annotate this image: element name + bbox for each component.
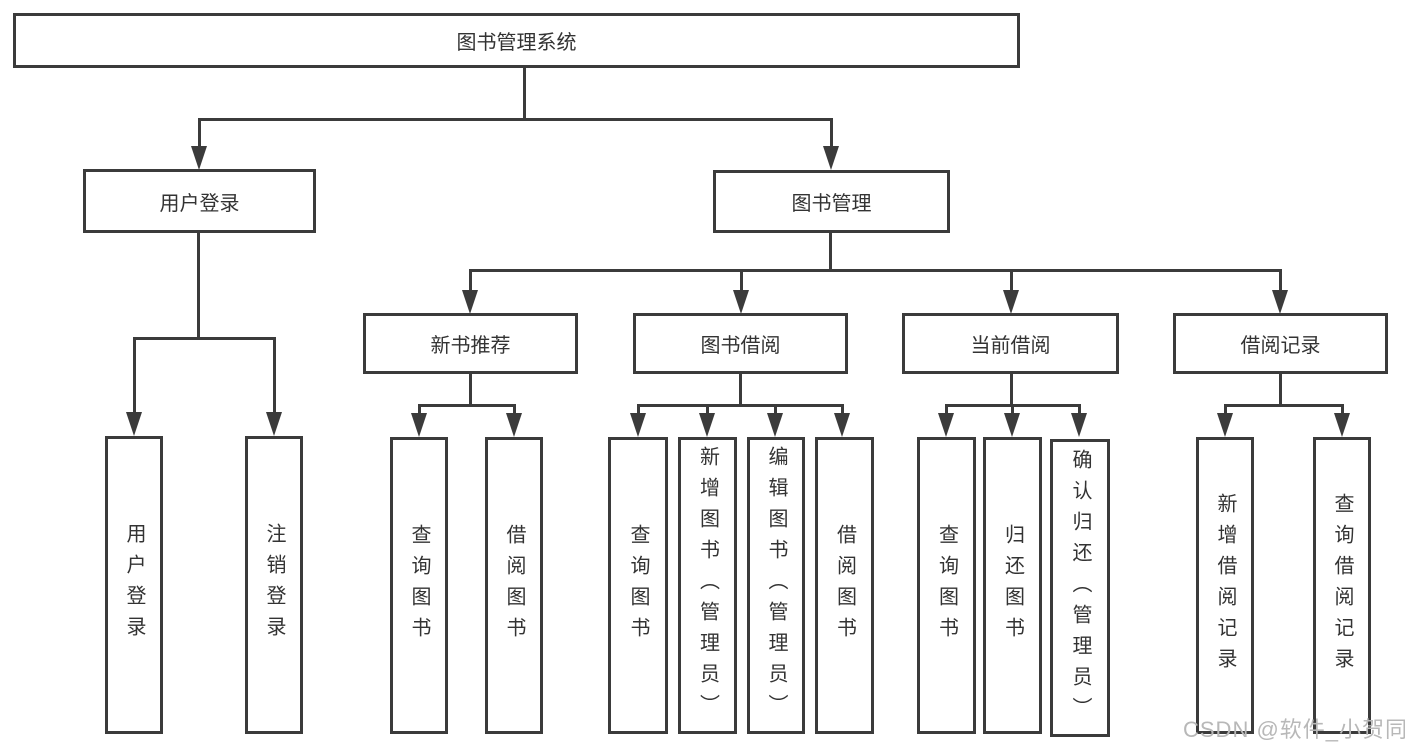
connector-line (198, 118, 832, 121)
connector-line (1078, 404, 1081, 414)
leaf-return-books-label: 归还图书 (1001, 523, 1024, 648)
leaf-add-borrow-record: 新增借阅记录 (1196, 437, 1254, 734)
csdn-watermark: CSDN @软件_小贺同学 (1183, 717, 1405, 742)
leaf-user-login-label: 用户登录 (123, 523, 145, 647)
connector-line (198, 118, 201, 147)
leaf-add-borrow-record-label: 新增借阅记录 (1214, 492, 1236, 679)
arrowhead-down-icon (1003, 290, 1019, 314)
node-library-system-label: 图书管理系统 (456, 32, 577, 54)
leaf-query-books-current: 查询图书 (917, 437, 976, 734)
arrowhead-down-icon (1334, 413, 1350, 437)
arrowhead-down-icon (834, 413, 850, 437)
connector-line (513, 404, 516, 414)
leaf-borrow-books-recommend-label: 借阅图书 (503, 523, 525, 648)
connector-line (1011, 404, 1014, 414)
leaf-query-books-recommend: 查询图书 (390, 437, 448, 734)
leaf-logout: 注销登录 (245, 436, 303, 734)
connector-line (418, 404, 421, 414)
connector-line (1341, 404, 1344, 414)
arrowhead-down-icon (191, 146, 207, 170)
connector-line (637, 404, 640, 414)
connector-line (133, 337, 136, 413)
leaf-borrow-books: 借阅图书 (815, 437, 874, 734)
leaf-query-books-borrow: 查询图书 (608, 437, 668, 734)
leaf-return-books: 归还图书 (983, 437, 1042, 734)
leaf-confirm-return-admin: 确认归还（管理员） (1050, 439, 1110, 737)
leaf-edit-book-admin-label: 编辑图书（管理员） (765, 446, 787, 725)
connector-line (945, 404, 948, 414)
connector-line (1010, 269, 1013, 291)
connector-line (1010, 374, 1013, 404)
leaf-borrow-books-label: 借阅图书 (833, 523, 856, 648)
connector-line (197, 233, 200, 337)
connector-line (841, 404, 844, 414)
node-current-borrow: 当前借阅 (902, 313, 1119, 374)
arrowhead-down-icon (1071, 413, 1087, 437)
leaf-query-books-recommend-label: 查询图书 (408, 523, 430, 648)
connector-line (523, 68, 526, 118)
arrowhead-down-icon (699, 413, 715, 437)
connector-line (1224, 404, 1227, 414)
connector-line (706, 404, 709, 414)
connector-line (829, 233, 832, 269)
arrowhead-down-icon (630, 413, 646, 437)
connector-line (418, 404, 516, 407)
leaf-user-login: 用户登录 (105, 436, 163, 734)
node-new-book-recommend: 新书推荐 (363, 313, 578, 374)
node-new-book-recommend-label: 新书推荐 (430, 335, 511, 357)
node-book-borrow-label: 图书借阅 (700, 335, 781, 357)
node-book-management: 图书管理 (713, 170, 950, 233)
arrowhead-down-icon (506, 413, 522, 437)
arrowhead-down-icon (767, 413, 783, 437)
arrowhead-down-icon (1004, 413, 1020, 437)
leaf-confirm-return-admin-label: 确认归还（管理员） (1069, 448, 1091, 728)
node-library-system: 图书管理系统 (13, 13, 1020, 68)
connector-line (469, 269, 1282, 272)
arrowhead-down-icon (823, 146, 839, 170)
leaf-edit-book-admin: 编辑图书（管理员） (747, 437, 805, 734)
arrowhead-down-icon (1217, 413, 1233, 437)
connector-line (830, 118, 833, 147)
connector-line (637, 404, 844, 407)
arrowhead-down-icon (462, 290, 478, 314)
leaf-add-book-admin: 新增图书（管理员） (678, 437, 737, 734)
leaf-query-books-current-label: 查询图书 (935, 523, 958, 648)
connector-line (469, 269, 472, 291)
node-current-borrow-label: 当前借阅 (970, 335, 1051, 357)
arrowhead-down-icon (126, 412, 142, 436)
node-book-management-label: 图书管理 (791, 193, 872, 215)
connector-line (1279, 269, 1282, 291)
node-user-login: 用户登录 (83, 169, 316, 233)
arrowhead-down-icon (411, 413, 427, 437)
arrowhead-down-icon (733, 290, 749, 314)
connector-line (273, 337, 276, 413)
connector-line (1279, 374, 1282, 404)
connector-line (739, 374, 742, 404)
leaf-logout-label: 注销登录 (263, 523, 285, 647)
connector-line (469, 374, 472, 404)
arrowhead-down-icon (938, 413, 954, 437)
node-borrow-records-label: 借阅记录 (1240, 335, 1321, 357)
connector-line (774, 404, 777, 414)
connector-line (740, 269, 743, 291)
connector-line (1224, 404, 1343, 407)
leaf-query-borrow-record: 查询借阅记录 (1313, 437, 1371, 734)
connector-line (133, 337, 276, 340)
leaf-query-borrow-record-label: 查询借阅记录 (1331, 492, 1353, 679)
leaf-borrow-books-recommend: 借阅图书 (485, 437, 543, 734)
arrowhead-down-icon (1272, 290, 1288, 314)
node-book-borrow: 图书借阅 (633, 313, 848, 374)
arrowhead-down-icon (266, 412, 282, 436)
leaf-add-book-admin-label: 新增图书（管理员） (696, 446, 719, 725)
node-borrow-records: 借阅记录 (1173, 313, 1388, 374)
leaf-query-books-borrow-label: 查询图书 (627, 523, 649, 648)
node-user-login-label: 用户登录 (159, 192, 240, 215)
